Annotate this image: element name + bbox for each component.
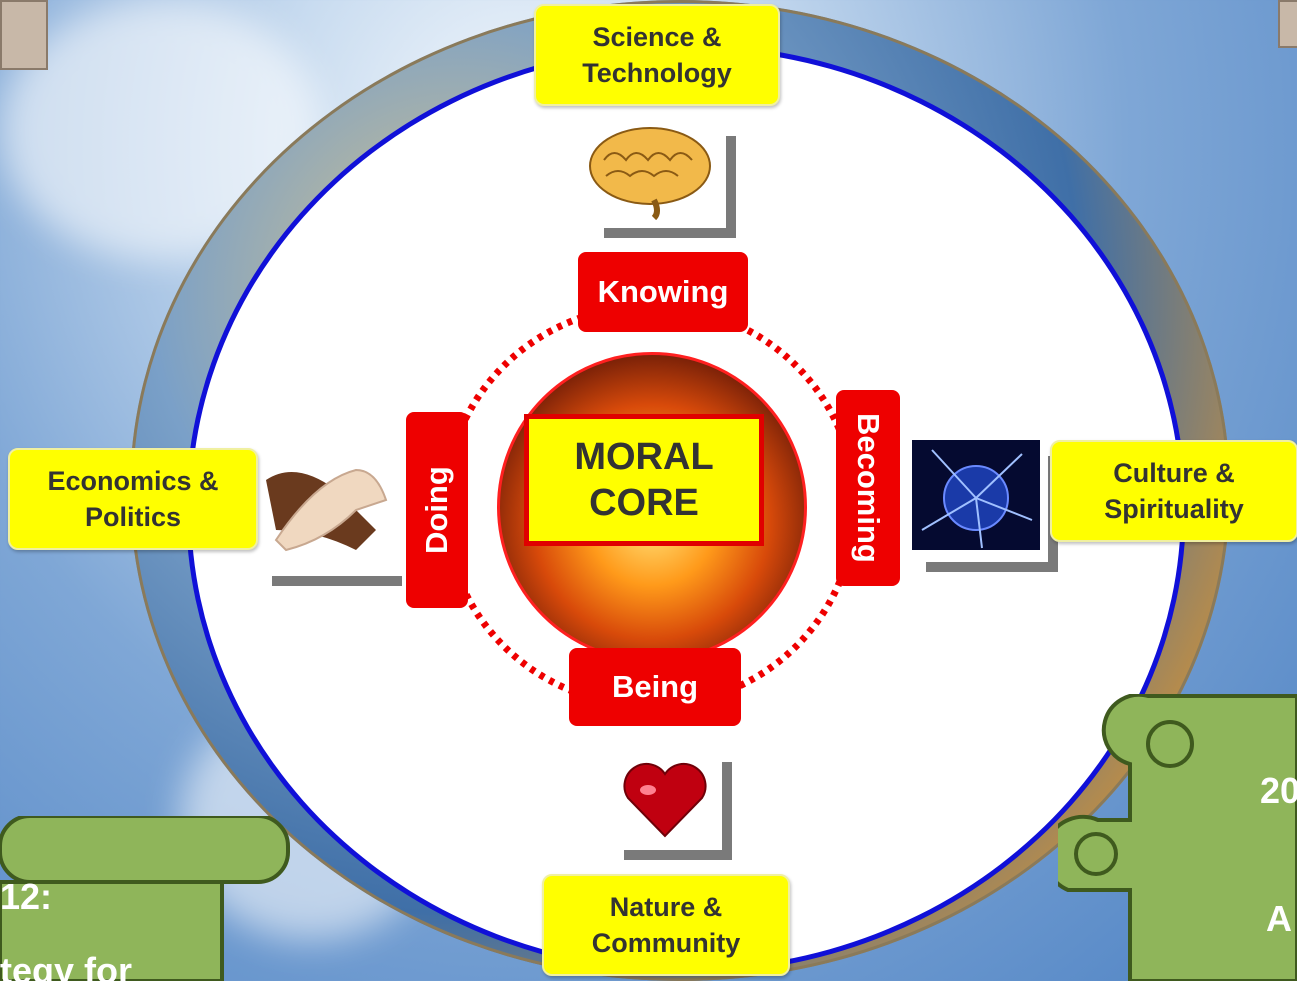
handshake-icon-frame — [272, 500, 402, 586]
label-nature-community: Nature & Community — [542, 874, 790, 976]
scroll-banner-left — [0, 816, 290, 981]
brain-icon — [589, 127, 711, 220]
mode-becoming: Becoming — [836, 390, 900, 586]
label-science-technology: Science & Technology — [534, 4, 780, 106]
scroll-banner-right — [1058, 694, 1297, 981]
plasma-orb-icon — [912, 440, 1040, 550]
corner-photo-left — [0, 0, 48, 70]
corner-photo-right — [1278, 0, 1297, 48]
mode-knowing: Knowing — [578, 252, 748, 332]
heart-icon — [623, 762, 707, 838]
mode-being: Being — [569, 648, 741, 726]
label-economics-politics: Economics & Politics — [8, 448, 258, 550]
scroll-left-line2: tegy for — [0, 950, 133, 981]
moral-core-label: MORAL CORE — [524, 414, 764, 546]
handshake-icon — [266, 468, 388, 552]
label-culture-spirituality: Culture & Spirituality — [1050, 440, 1297, 542]
brain-icon-frame — [604, 136, 736, 238]
scroll-right-line1: 20 — [1260, 770, 1297, 811]
heart-icon-frame — [624, 762, 732, 860]
scroll-right-line2: A — [1266, 898, 1292, 939]
mode-doing: Doing — [406, 412, 468, 608]
scroll-left-line1: 12: — [0, 876, 53, 917]
